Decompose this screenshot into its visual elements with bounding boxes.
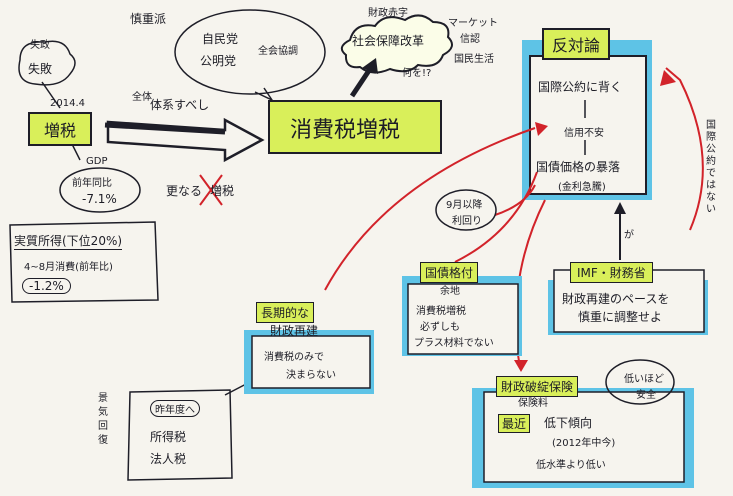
- cds-body4: 低水準より低い: [536, 460, 606, 471]
- sept-sub: 利回り: [452, 216, 482, 227]
- cloud-right-outline: [340, 14, 453, 74]
- cloud-left-bubble: [174, 9, 326, 95]
- cds-box: [483, 391, 685, 483]
- cloud2-title: 社会保障改革: [352, 34, 425, 48]
- gdp-oval: [59, 167, 141, 213]
- bond-body3: プラス材料でない: [414, 338, 494, 349]
- red-head-long: [535, 122, 548, 136]
- cloud2-small: 財政赤字: [368, 8, 408, 19]
- cds-note2: 安全: [636, 390, 656, 401]
- main-title-box: [268, 100, 442, 154]
- naze-label: 何を!?: [402, 68, 432, 79]
- shissei-label: 失敗: [28, 62, 53, 76]
- imf-body2: 慎重に調整せよ: [578, 310, 663, 324]
- cloud1-line1: 自民党: [202, 32, 239, 46]
- gdp-value: -7.1%: [82, 192, 117, 206]
- side-note: 国際公約ではない: [706, 120, 716, 215]
- shotoku-label: 所得税: [150, 430, 187, 444]
- arrow-label-small: 全体: [132, 92, 152, 103]
- right-line2: 信用不安: [564, 128, 604, 139]
- gdp-sub: 前年同比: [72, 178, 112, 189]
- trust-label: 信認: [460, 34, 480, 45]
- bond-title2: 余地: [440, 286, 460, 297]
- main-title: 消費税増税: [290, 118, 401, 143]
- imf-body1: 財政再建のペースを: [562, 292, 670, 306]
- shinchoha-label: 慎重派: [130, 12, 167, 26]
- long-box: [251, 335, 371, 389]
- red-to-bond: [454, 171, 538, 263]
- kokumin-label: 国民生活: [454, 54, 494, 65]
- sakunen-label: 昨年度へ: [150, 400, 200, 417]
- red-side-curve: [665, 67, 704, 231]
- saranaru-label: 更なる: [166, 184, 203, 198]
- black-thick: [104, 122, 226, 135]
- income-sub: 4~8月消費(前年比): [24, 262, 113, 273]
- right-box-inner: [529, 55, 647, 195]
- right-line3-sub: (金利急騰): [558, 182, 606, 193]
- cds-note1: 低いほど: [624, 374, 664, 385]
- cds-body1: 最近: [498, 414, 531, 433]
- zouzei-label: 増税: [28, 112, 93, 146]
- keiki-box: [127, 389, 233, 481]
- red-x: [199, 174, 223, 206]
- saranaru-tax: 増税: [210, 184, 235, 198]
- cds-note-oval: [605, 359, 675, 405]
- shissei-small: 失政: [30, 40, 50, 51]
- arrow-label: 体系すべし: [150, 98, 210, 112]
- arrow-head-cloud: [362, 58, 378, 74]
- long-title2: 財政再建: [270, 324, 319, 338]
- right-line3: 国債価格の暴落: [536, 160, 621, 174]
- hantairon-label: 反対論: [542, 28, 611, 60]
- bond-title: 国債格付: [420, 262, 479, 283]
- red-to-sept: [494, 184, 536, 216]
- bond-body1: 消費税増税: [416, 306, 466, 317]
- cds-body2: 低下傾向: [544, 416, 593, 430]
- income-title: 実質所得(下位20%): [14, 234, 123, 250]
- sept-label: 9月以降: [446, 200, 483, 211]
- bond-box: [407, 283, 519, 355]
- long-body2: 決まらない: [286, 370, 336, 381]
- income-value: -1.2%: [22, 278, 71, 294]
- sept-oval: [435, 189, 497, 231]
- imf-title: IMF・財務省: [570, 262, 653, 283]
- shisei-bubble: [18, 40, 76, 86]
- cds-title2: 保険料: [518, 398, 548, 409]
- red-to-long: [324, 127, 536, 291]
- right-line1: 国際公約に背く: [538, 80, 623, 94]
- long-body1: 消費税のみで: [264, 352, 324, 363]
- date-label: 2014.4: [50, 98, 85, 109]
- long-title1: 長期的な: [256, 302, 315, 323]
- red-arrow-head-side: [660, 70, 676, 86]
- bond-body2: 必ずしも: [420, 322, 460, 333]
- arrow-title-to-cloud: [349, 64, 375, 98]
- cloud1-line2: 公明党: [200, 54, 237, 68]
- cds-body3: (2012年中今): [552, 438, 616, 449]
- income-box: [9, 221, 159, 303]
- keiki-label: 景気回復: [98, 393, 108, 446]
- gdp-label: GDP: [86, 156, 108, 167]
- ga-label: が: [624, 230, 634, 241]
- arrow-shisei: [41, 81, 61, 109]
- red-head-cds: [514, 360, 528, 372]
- zento-label: 全会協調: [258, 46, 298, 57]
- hojin-label: 法人税: [150, 452, 187, 466]
- cds-title: 財政破綻保険: [496, 376, 579, 397]
- market-label: マーケット: [448, 18, 498, 29]
